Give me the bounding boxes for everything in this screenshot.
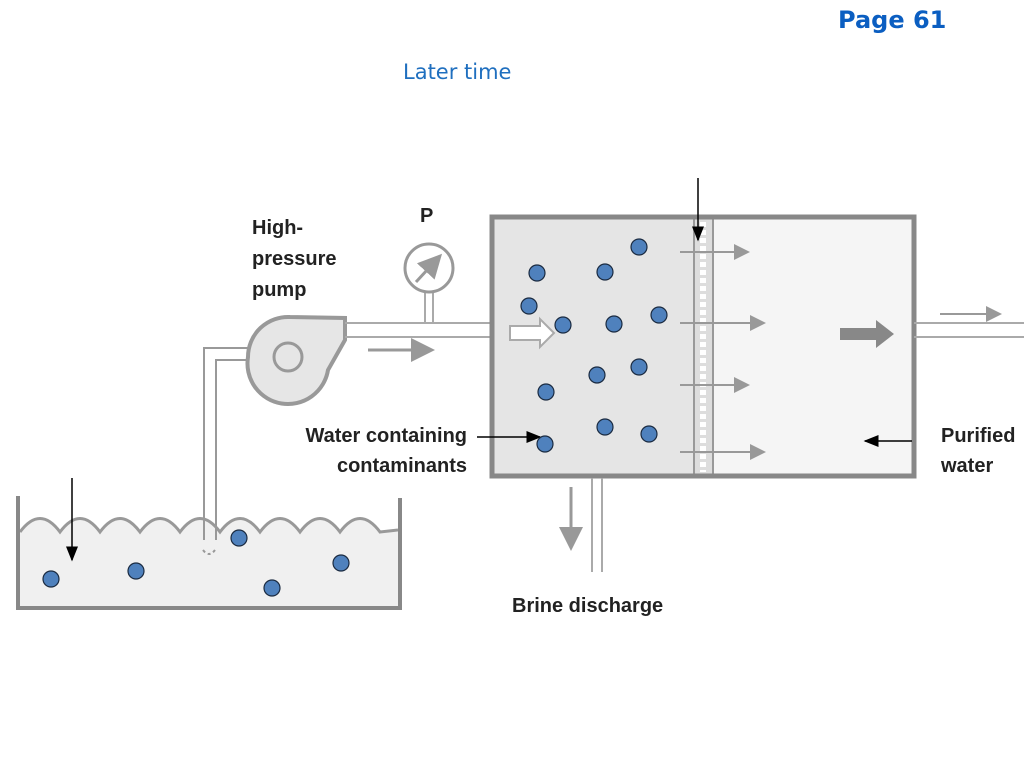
gauge-label: P: [420, 205, 433, 227]
contaminant-dot: [588, 366, 606, 384]
contaminant-dot: [332, 554, 350, 572]
contaminant-dot: [520, 297, 538, 315]
contaminant-dot: [630, 238, 648, 256]
contaminant-dot: [605, 315, 623, 333]
brine-label: Brine discharge: [512, 595, 663, 617]
pressure-gauge: [403, 242, 455, 294]
contaminant-dot: [42, 570, 60, 588]
brine-pipe: [559, 478, 603, 572]
feed-label-line2: contaminants: [337, 455, 467, 477]
inlet-arrow: [509, 316, 556, 350]
high-pressure-pump: [245, 314, 347, 407]
pump-label-line2: pressure: [252, 248, 337, 270]
membrane-vessel: [489, 214, 917, 479]
feed-tank: [16, 496, 402, 610]
feed-pipe: [345, 292, 492, 338]
page-number: Page 61: [838, 6, 947, 34]
contaminant-dot: [596, 418, 614, 436]
contaminant-dot: [537, 383, 555, 401]
contaminant-dot: [528, 264, 546, 282]
feed-label-line1: Water containing: [306, 425, 467, 447]
pointer-arrows: [66, 178, 912, 562]
purified-label-line2: water: [940, 455, 993, 477]
purified-flow-arrow: [840, 320, 894, 348]
purified-label-line1: Purified: [941, 425, 1015, 447]
intake-pipe: [202, 347, 252, 555]
contaminant-dot: [640, 425, 658, 443]
contaminant-dot: [230, 529, 248, 547]
contaminant-dot: [630, 358, 648, 376]
contaminant-dot: [127, 562, 145, 580]
pump-label-line3: pump: [252, 279, 306, 301]
contaminant-dot: [554, 316, 572, 334]
outlet-pipe: [914, 306, 1024, 338]
permeate-arrows: [680, 244, 766, 460]
pump-label-line1: High-: [252, 217, 303, 239]
contaminant-dot: [650, 306, 668, 324]
subtitle: Later time: [403, 60, 512, 84]
contaminant-dot: [596, 263, 614, 281]
contaminant-particles: [42, 238, 668, 597]
contaminant-dot: [263, 579, 281, 597]
contaminant-dot: [536, 435, 554, 453]
